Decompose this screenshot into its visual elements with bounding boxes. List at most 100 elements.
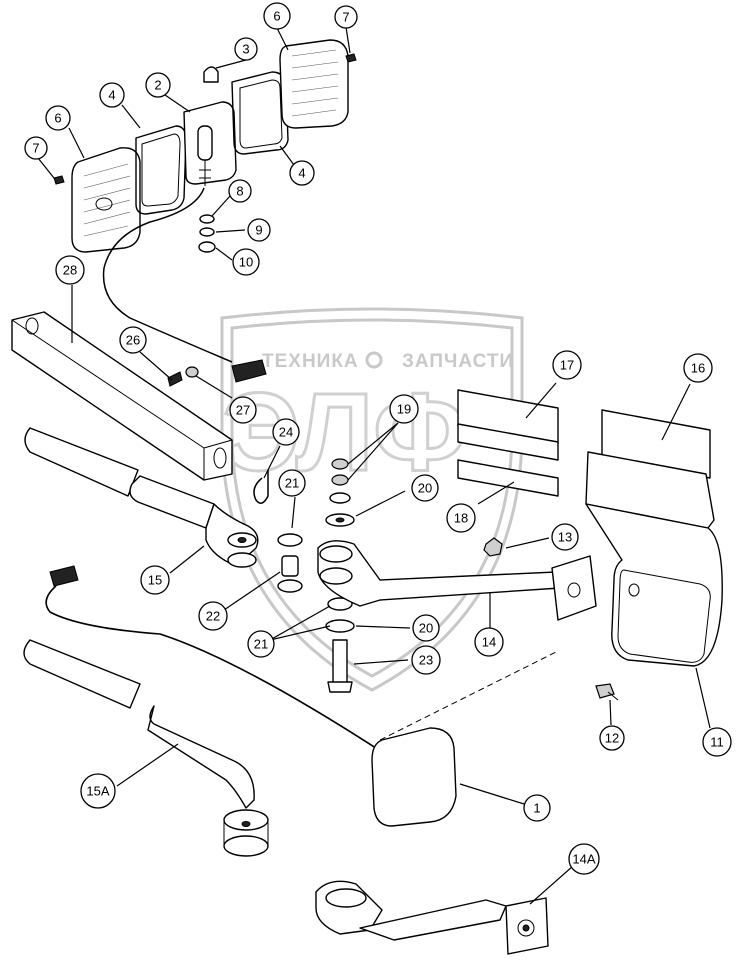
callout-21b: 21 bbox=[247, 630, 275, 658]
callout-28: 28 bbox=[55, 255, 85, 285]
callout-label: 21 bbox=[254, 637, 268, 652]
callout-label: 21 bbox=[285, 476, 299, 491]
callout-17: 17 bbox=[552, 350, 582, 380]
callout-label: 15A bbox=[86, 784, 109, 799]
callout-19: 19 bbox=[389, 394, 419, 424]
callout-9: 9 bbox=[247, 218, 271, 242]
callout-label: 11 bbox=[710, 735, 724, 750]
callout-label: 24 bbox=[279, 425, 293, 440]
callout-label: 8 bbox=[236, 184, 243, 199]
callout-label: 23 bbox=[419, 653, 433, 668]
arm-14A bbox=[315, 880, 549, 955]
callout-label: 6 bbox=[273, 9, 280, 24]
callout-label: 12 bbox=[605, 731, 619, 746]
callout-label: 27 bbox=[236, 403, 250, 418]
lamp-housing-plate bbox=[183, 101, 237, 186]
callout-label: 28 bbox=[63, 263, 77, 278]
washers-8-9-10 bbox=[198, 214, 216, 253]
callout-23: 23 bbox=[411, 645, 441, 675]
lamp-bulb bbox=[203, 66, 219, 83]
callout-3: 3 bbox=[234, 37, 258, 61]
callout-1: 1 bbox=[523, 794, 551, 822]
callout-label: 22 bbox=[206, 609, 220, 624]
pads-17-18 bbox=[457, 389, 559, 497]
callout-8: 8 bbox=[228, 179, 252, 203]
callout-label: 16 bbox=[691, 361, 705, 376]
callout-4a: 4 bbox=[99, 82, 125, 108]
callout-label: 2 bbox=[154, 78, 161, 93]
callout-label: 26 bbox=[126, 333, 140, 348]
callout-11: 11 bbox=[702, 727, 732, 757]
callout-label: 9 bbox=[255, 223, 262, 238]
callout-18: 18 bbox=[446, 503, 476, 533]
callout-14: 14 bbox=[474, 627, 504, 657]
callout-26: 26 bbox=[119, 326, 147, 354]
callout-label: 4 bbox=[108, 88, 115, 103]
callout-label: 3 bbox=[242, 42, 249, 57]
callout-12: 12 bbox=[599, 725, 625, 751]
callout-label: 13 bbox=[558, 530, 572, 545]
gear-icon bbox=[365, 351, 383, 369]
tube-lower bbox=[23, 639, 269, 857]
callout-label: 7 bbox=[32, 141, 39, 156]
callout-14A: 14A bbox=[568, 843, 600, 875]
hardware-stack bbox=[277, 458, 355, 693]
callout-label: 7 bbox=[342, 10, 349, 25]
callout-20b: 20 bbox=[412, 614, 440, 642]
lamp-lens-left bbox=[71, 147, 141, 253]
callout-label: 10 bbox=[239, 255, 253, 270]
callout-label: 1 bbox=[533, 801, 540, 816]
callout-label: 20 bbox=[418, 481, 432, 496]
callout-6b: 6 bbox=[45, 105, 71, 131]
arm-15 bbox=[205, 503, 259, 568]
lamp-gasket-left bbox=[135, 125, 187, 215]
watermark-left-text: ТЕХНИКА bbox=[262, 351, 359, 372]
nut-13 bbox=[483, 537, 503, 557]
callout-27: 27 bbox=[229, 396, 257, 424]
watermark: ТЕХНИКА ЗАПЧАСТИ ЭЛФ bbox=[220, 307, 524, 692]
callout-label: 4 bbox=[298, 166, 305, 181]
callout-21a: 21 bbox=[278, 469, 306, 497]
lamp-lens-right bbox=[279, 39, 349, 129]
crossbar bbox=[11, 311, 233, 481]
callout-4b: 4 bbox=[289, 160, 315, 186]
lamp-gasket-right bbox=[231, 71, 289, 155]
screw-left bbox=[53, 175, 65, 185]
arm-14 bbox=[317, 540, 597, 621]
svg-text:ЭЛФ: ЭЛФ bbox=[222, 371, 467, 494]
callout-label: 14 bbox=[482, 635, 496, 650]
callout-6a: 6 bbox=[263, 2, 291, 30]
callout-label: 14A bbox=[572, 852, 595, 867]
watermark-right-text: ЗАПЧАСТИ bbox=[402, 351, 514, 372]
callout-7b: 7 bbox=[24, 136, 48, 160]
wire-connector-top bbox=[231, 359, 267, 383]
screw-right bbox=[345, 53, 357, 63]
callout-13: 13 bbox=[551, 523, 579, 551]
callout-15: 15 bbox=[140, 565, 170, 595]
callout-label: 19 bbox=[397, 402, 411, 417]
callout-7a: 7 bbox=[334, 5, 358, 29]
callout-label: 17 bbox=[560, 358, 574, 373]
leader-lines bbox=[37, 26, 711, 905]
lamp-1 bbox=[371, 727, 457, 827]
bolt-26 bbox=[167, 371, 183, 387]
callout-label: 15 bbox=[148, 573, 162, 588]
callout-24: 24 bbox=[272, 418, 300, 446]
lower-wire bbox=[45, 565, 383, 753]
callout-10: 10 bbox=[232, 248, 260, 276]
callout-2: 2 bbox=[145, 72, 171, 98]
callout-label: 18 bbox=[454, 511, 468, 526]
nut-27 bbox=[185, 366, 199, 378]
callout-20a: 20 bbox=[411, 474, 439, 502]
mirror-11 bbox=[585, 451, 723, 667]
callout-label: 6 bbox=[54, 111, 61, 126]
callout-label: 20 bbox=[419, 621, 433, 636]
callout-16: 16 bbox=[683, 353, 713, 383]
callout-15A: 15A bbox=[80, 773, 116, 809]
dashed-guide bbox=[379, 651, 557, 741]
pin-24 bbox=[253, 470, 269, 504]
callout-22: 22 bbox=[198, 601, 228, 631]
bolt-12 bbox=[595, 683, 619, 701]
